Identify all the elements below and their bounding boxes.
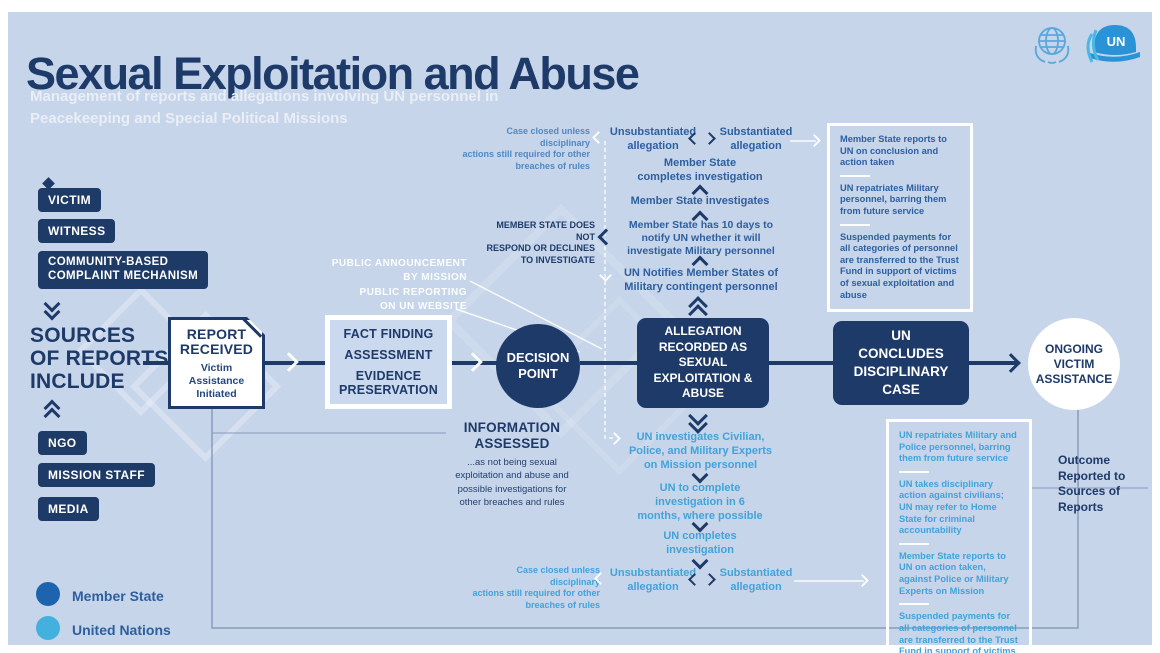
legend-united-nations: United Nations <box>72 622 171 638</box>
outcome-item: Suspended payments for all categories of… <box>899 611 1018 653</box>
un-six-months: UN to complete investigation in 6 months… <box>637 482 763 522</box>
allegation-recorded-box: ALLEGATION RECORDED AS SEXUAL EXPLOITATI… <box>637 318 769 408</box>
case-closed-note-top: Case closed unless disciplinary actions … <box>462 126 590 172</box>
substantiated-allegation-bottom: Substantiated allegation <box>719 567 793 593</box>
source-ngo: NGO <box>38 431 87 456</box>
public-announcement-label: PUBLIC ANNOUNCEMENT BY MISSION <box>331 258 467 283</box>
substantiated-allegation-top: Substantiated allegation <box>719 126 793 152</box>
assessment-label: ASSESSMENT <box>344 347 433 362</box>
outcome-item: UN repatriates Military personnel, barri… <box>840 182 947 217</box>
ms-ten-days: Member State has 10 days to notify UN wh… <box>627 219 775 258</box>
sources-heading: SOURCES OF REPORTS INCLUDE <box>30 324 169 394</box>
flow-line <box>580 361 638 365</box>
page-title: Sexual Exploitation and Abuse <box>26 48 640 100</box>
fact-finding-label: FACT FINDING <box>343 326 434 341</box>
divider <box>840 223 870 226</box>
fact-finding-box: FACT FINDING ASSESSMENT EVIDENCE PRESERV… <box>325 315 452 409</box>
decision-point-node: DECISION POINT <box>496 324 580 408</box>
divider <box>899 603 929 606</box>
unsubstantiated-allegation-top: Unsubstantiated allegation <box>609 126 697 152</box>
information-assessed-heading: INFORMATION ASSESSED <box>463 420 561 451</box>
united-nations-dot-icon <box>36 616 60 640</box>
ms-investigates: Member State investigates <box>630 195 770 207</box>
ms-no-response-label: MEMBER STATE DOES NOT RESPOND OR DECLINE… <box>486 220 595 266</box>
report-received-box: REPORT RECEIVED Victim Assistance Initia… <box>168 316 265 409</box>
outcome-item: Member State reports to UN on conclusion… <box>840 134 947 168</box>
flow-line <box>143 361 168 365</box>
un-emblem-logo <box>1034 27 1070 64</box>
public-reporting-label: PUBLIC REPORTING ON UN WEBSITE <box>359 287 467 312</box>
information-assessed-block: INFORMATION ASSESSED ...as not being sex… <box>446 420 578 509</box>
page-subtitle: Management of reports and allegations in… <box>30 88 499 127</box>
flow-line <box>769 361 835 365</box>
ms-completes-investigation: Member State completes investigation <box>637 157 763 183</box>
outcome-item: UN takes disciplinary action against civ… <box>899 478 1004 536</box>
folded-corner <box>247 317 265 335</box>
report-received-title: REPORT RECEIVED <box>179 326 254 358</box>
information-assessed-body: ...as not being sexual exploitation and … <box>455 457 569 508</box>
ongoing-victim-assistance-node: ONGOING VICTIM ASSISTANCE <box>1028 318 1120 410</box>
un-outcomes-box: UN repatriates Military and Police perso… <box>886 419 1032 653</box>
legend-member-state: Member State <box>72 588 164 604</box>
helmet-un-text: UN <box>1107 34 1126 49</box>
un-helmet-logo: UN <box>1086 25 1140 63</box>
report-received-subtitle: Victim Assistance Initiated <box>188 361 245 401</box>
member-state-outcomes-box: Member State reports to UN on conclusion… <box>827 123 973 313</box>
outcome-item: UN repatriates Military and Police perso… <box>899 430 1017 464</box>
member-state-dot-icon <box>36 582 60 606</box>
un-notifies-member-states: UN Notifies Member States of Military co… <box>623 267 779 293</box>
case-closed-note-bottom: Case closed unless disciplinary actions … <box>472 565 600 611</box>
un-completes-investigation: UN completes investigation <box>663 530 737 556</box>
divider <box>840 174 870 177</box>
outcome-reported-label: Outcome Reported to Sources of Reports <box>1058 453 1126 514</box>
source-witness: WITNESS <box>38 219 116 244</box>
outcome-item: Suspended payments for all categories of… <box>840 231 959 300</box>
flow-line <box>969 361 1019 365</box>
source-mission-staff: MISSION STAFF <box>38 463 155 488</box>
source-community-mechanism: COMMUNITY-BASED COMPLAINT MECHANISM <box>38 251 209 289</box>
un-investigates: UN investigates Civilian, Police, and Mi… <box>628 431 773 471</box>
evidence-preservation-label: EVIDENCE PRESERVATION <box>339 368 438 397</box>
unsubstantiated-allegation-bottom: Unsubstantiated allegation <box>609 567 697 593</box>
source-media: MEDIA <box>38 497 99 522</box>
divider <box>899 542 929 545</box>
flow-line <box>265 361 325 365</box>
source-victim: VICTIM <box>38 188 102 213</box>
un-concludes-box: UN CONCLUDES DISCIPLINARY CASE <box>833 321 969 405</box>
divider <box>899 470 929 473</box>
outcome-item: Member State reports to UN on action tak… <box>899 550 1009 596</box>
flow-line <box>452 361 498 365</box>
